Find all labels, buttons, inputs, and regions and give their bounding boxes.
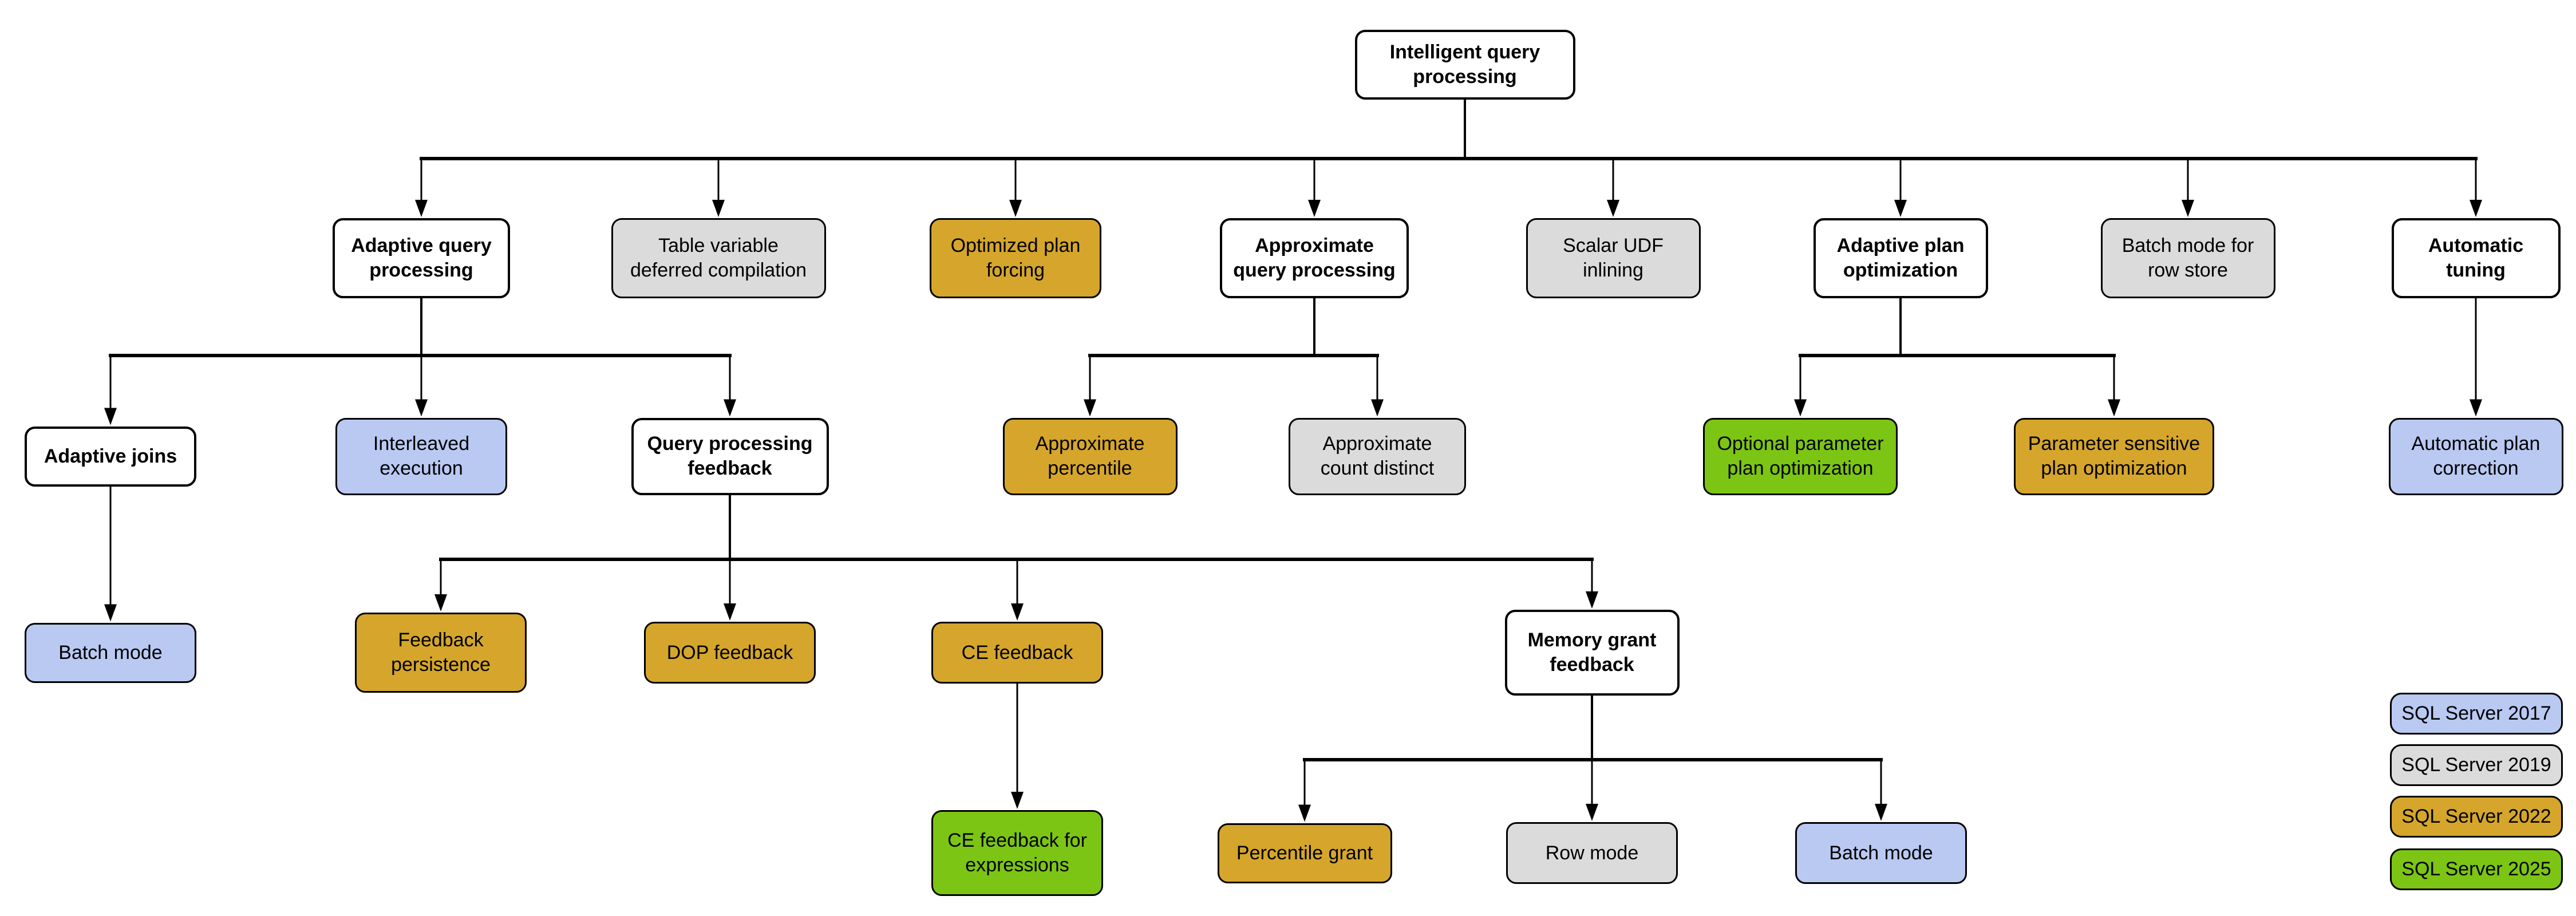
node-adaptive-plan-optimization: Adaptive plan optimization [1813,218,1988,298]
node-parameter-sensitive-plan-optimization: Parameter sensitive plan optimization [2014,417,2214,495]
node-intelligent-query-processing: Intelligent query processing [1354,30,1575,100]
node-approximate-count-distinct: Approximate count distinct [1289,417,1466,495]
node-approximate-percentile: Approximate percentile [1002,417,1178,495]
node-memory-grant-feedback: Memory grant feedback [1504,610,1680,696]
node-adaptive-joins: Adaptive joins [25,426,196,487]
node-automatic-tuning: Automatic tuning [2391,218,2561,298]
node-percentile-grant: Percentile grant [1217,823,1392,883]
node-batch-mode-row-store: Batch mode for row store [2100,218,2275,298]
node-approximate-query-processing: Approximate query processing [1220,218,1409,298]
node-batch-mode-memory-grant: Batch mode [1795,822,1967,884]
node-interleaved-execution: Interleaved execution [335,417,507,495]
node-ce-feedback-for-expressions: CE feedback for expressions [931,810,1103,896]
node-optional-parameter-plan-optimization: Optional parameter plan optimization [1703,417,1898,495]
legend-item-sql-server-2017: SQL Server 2017 [2390,693,2563,735]
node-optimized-plan-forcing: Optimized plan forcing [930,218,1101,298]
node-adaptive-query-processing: Adaptive query processing [333,218,510,298]
legend-item-sql-server-2025: SQL Server 2025 [2390,848,2563,890]
legend-item-sql-server-2022: SQL Server 2022 [2390,796,2563,838]
node-batch-mode-adaptive-joins: Batch mode [25,622,196,683]
node-automatic-plan-correction: Automatic plan correction [2388,417,2563,495]
node-query-processing-feedback: Query processing feedback [631,417,829,495]
node-scalar-udf-inlining: Scalar UDF inlining [1526,218,1701,298]
node-table-variable-deferred-compilation: Table variable deferred compilation [611,218,826,298]
node-row-mode: Row mode [1506,822,1678,884]
legend-item-sql-server-2019: SQL Server 2019 [2390,744,2563,786]
node-dop-feedback: DOP feedback [644,622,816,684]
node-feedback-persistence: Feedback persistence [355,613,527,693]
node-ce-feedback: CE feedback [931,622,1103,684]
